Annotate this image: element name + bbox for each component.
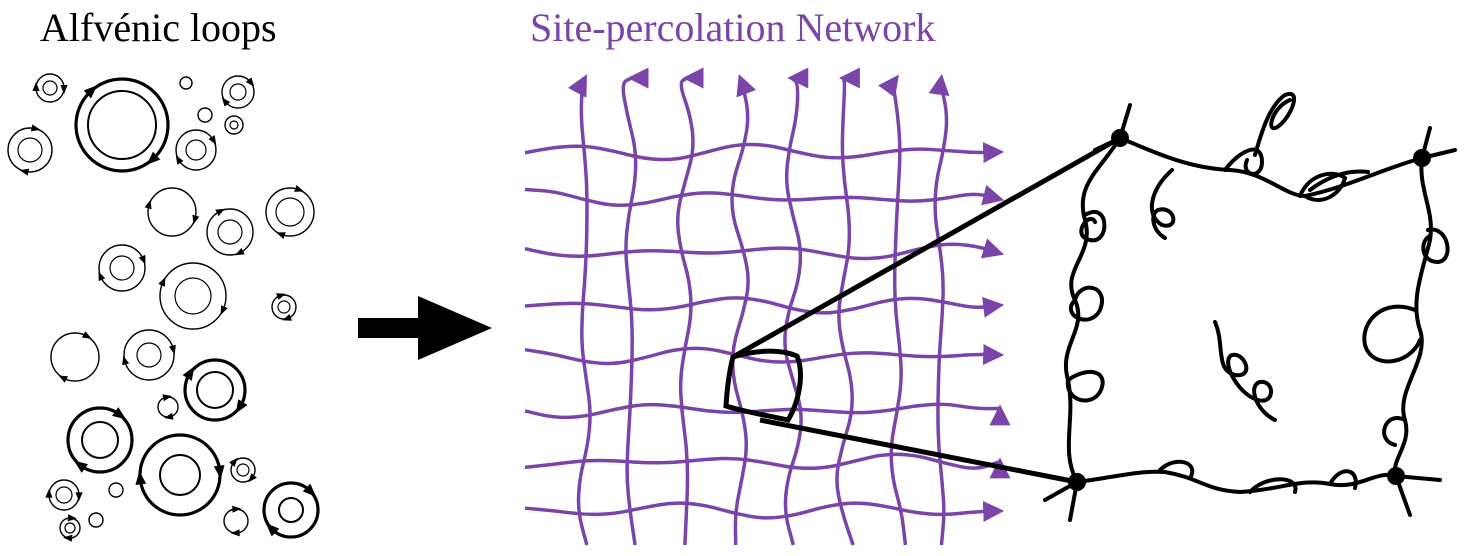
network-horizontal-line xyxy=(524,142,1005,164)
alfvenic-loops-panel xyxy=(7,73,320,542)
network-vertical-line xyxy=(783,75,812,546)
loop-arrow-icon xyxy=(262,481,320,539)
percolation-network xyxy=(524,73,1005,546)
loop-arrow-icon xyxy=(158,262,228,330)
network-vertical-line xyxy=(667,75,695,546)
loop-arrow-icon xyxy=(175,129,217,171)
zoom-connector xyxy=(723,135,1122,485)
loop-arrow-icon xyxy=(122,329,176,381)
loop-arrow-icon xyxy=(265,185,315,239)
loop-arrow-icon xyxy=(223,505,249,537)
loop-arrow-icon xyxy=(108,482,124,498)
zoomed-network-cell xyxy=(1043,91,1457,522)
loop-arrow-icon xyxy=(59,514,81,542)
network-vertical-line xyxy=(928,73,950,546)
loop-arrow-icon xyxy=(135,433,225,517)
alfvenic-loops-title: Alfvénic loops xyxy=(40,5,277,50)
loop-arrow-icon xyxy=(45,479,83,511)
connector-line-top xyxy=(731,135,1122,360)
node-top-left xyxy=(1111,129,1129,147)
loop-arrow-icon xyxy=(66,406,134,474)
loop-arrow-icon xyxy=(229,457,257,483)
network-horizontal-line xyxy=(524,452,1004,479)
loop-arrow-icon xyxy=(144,187,200,237)
loop-arrow-icon xyxy=(206,208,254,256)
network-vertical-line xyxy=(611,75,638,546)
loop-arrow-icon xyxy=(221,75,255,109)
loop-arrow-icon xyxy=(88,512,104,528)
loop-arrow-icon xyxy=(32,73,68,103)
loop-arrow-icon xyxy=(182,358,248,422)
node-bottom-right xyxy=(1387,467,1405,485)
loop-arrow-icon xyxy=(197,107,213,123)
loop-arrow-icon xyxy=(74,77,170,173)
network-horizontal-line xyxy=(524,296,1005,318)
network-horizontal-line xyxy=(524,500,1005,522)
network-vertical-line xyxy=(876,75,908,546)
loop-arrow-icon xyxy=(271,293,297,321)
connector-line-bottom xyxy=(759,417,1078,485)
loop-arrow-icon xyxy=(179,76,193,90)
node-dot-icon xyxy=(1068,129,1431,491)
loop-arrow-icon xyxy=(98,244,146,292)
network-horizontal-line xyxy=(524,184,1005,208)
loop-arrow-icon xyxy=(157,394,179,420)
loop-arrow-icon xyxy=(224,115,244,135)
network-horizontal-line xyxy=(524,398,1005,420)
zoom-region xyxy=(723,348,803,423)
loop-arrow-icon xyxy=(50,331,100,383)
network-vertical-line xyxy=(730,74,757,546)
right-arrow-icon xyxy=(358,296,492,360)
loop-arrow-icon xyxy=(7,124,53,176)
node-bottom-left xyxy=(1068,473,1086,491)
network-vertical-line xyxy=(567,74,592,546)
site-percolation-title: Site-percolation Network xyxy=(530,5,936,50)
node-top-right xyxy=(1413,149,1431,167)
network-horizontal-line xyxy=(524,343,1005,366)
